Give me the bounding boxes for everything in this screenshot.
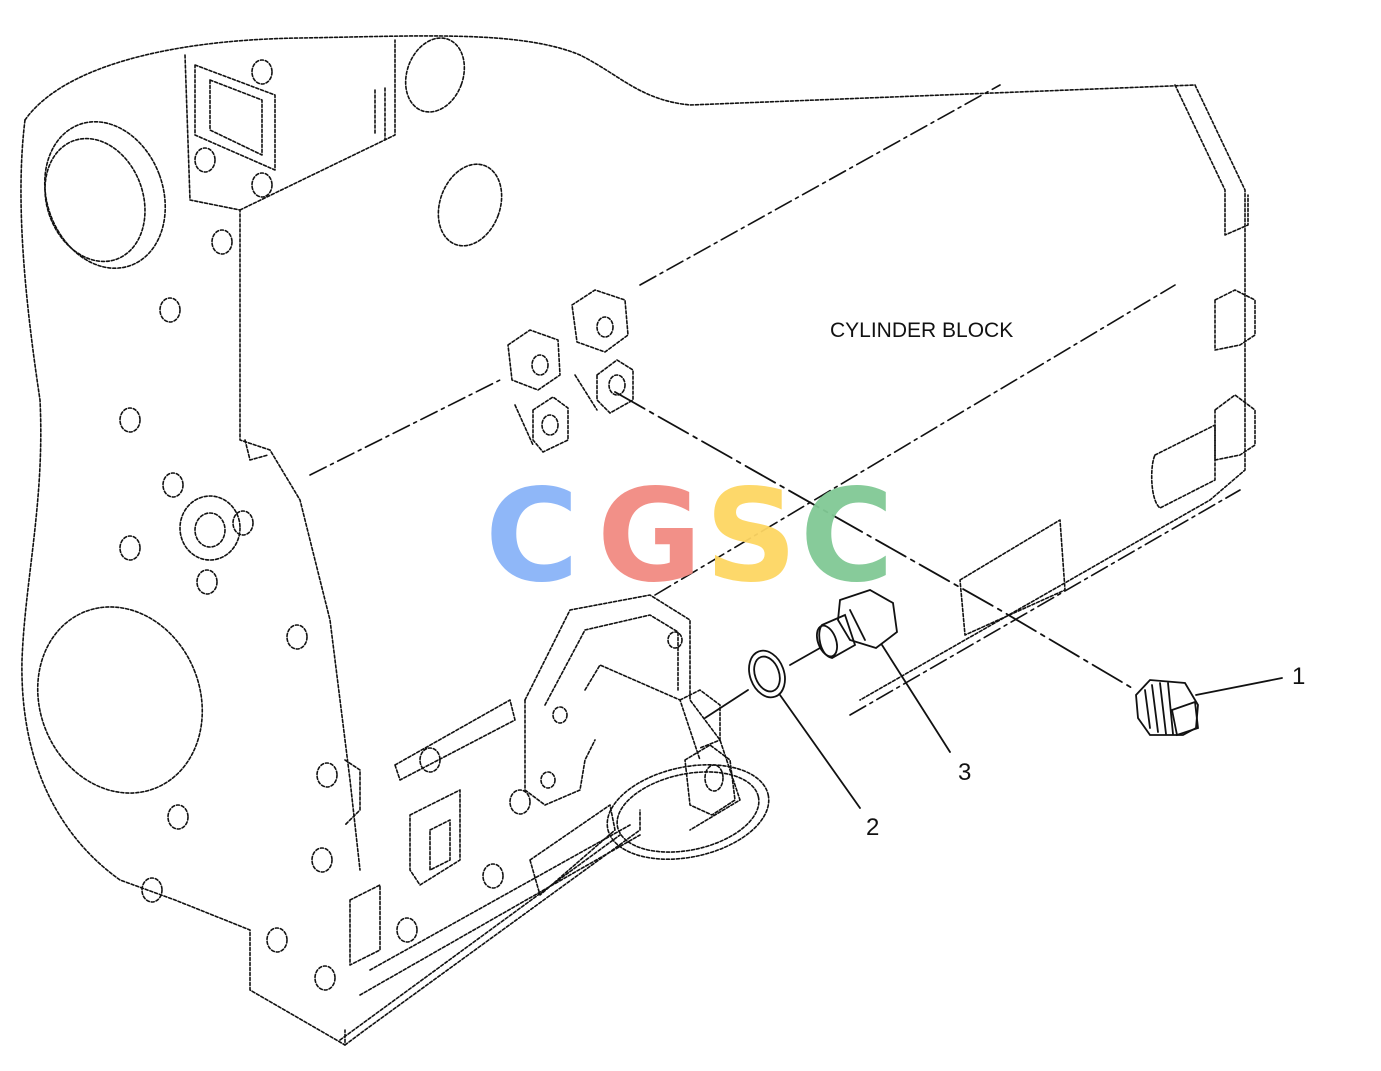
callout-2: 2: [866, 814, 879, 841]
callout-1: 1: [1292, 663, 1305, 690]
cylinder-block-drawing: [20, 35, 1256, 1046]
callout-3: 3: [958, 759, 971, 786]
cylinder-block-label: CYLINDER BLOCK: [830, 319, 1013, 342]
watermark-letter-s: S: [705, 462, 797, 611]
part-2-seal-ring: [748, 649, 786, 699]
part-3-plug: [816, 589, 898, 659]
watermark-letter-g: G: [597, 462, 702, 611]
leader-lines: [614, 391, 1283, 809]
cgsc-watermark: C G S C: [485, 462, 894, 611]
part-1-plug: [1135, 679, 1199, 737]
watermark-letter-c2: C: [800, 462, 894, 611]
watermark-letter-c1: C: [485, 462, 579, 611]
